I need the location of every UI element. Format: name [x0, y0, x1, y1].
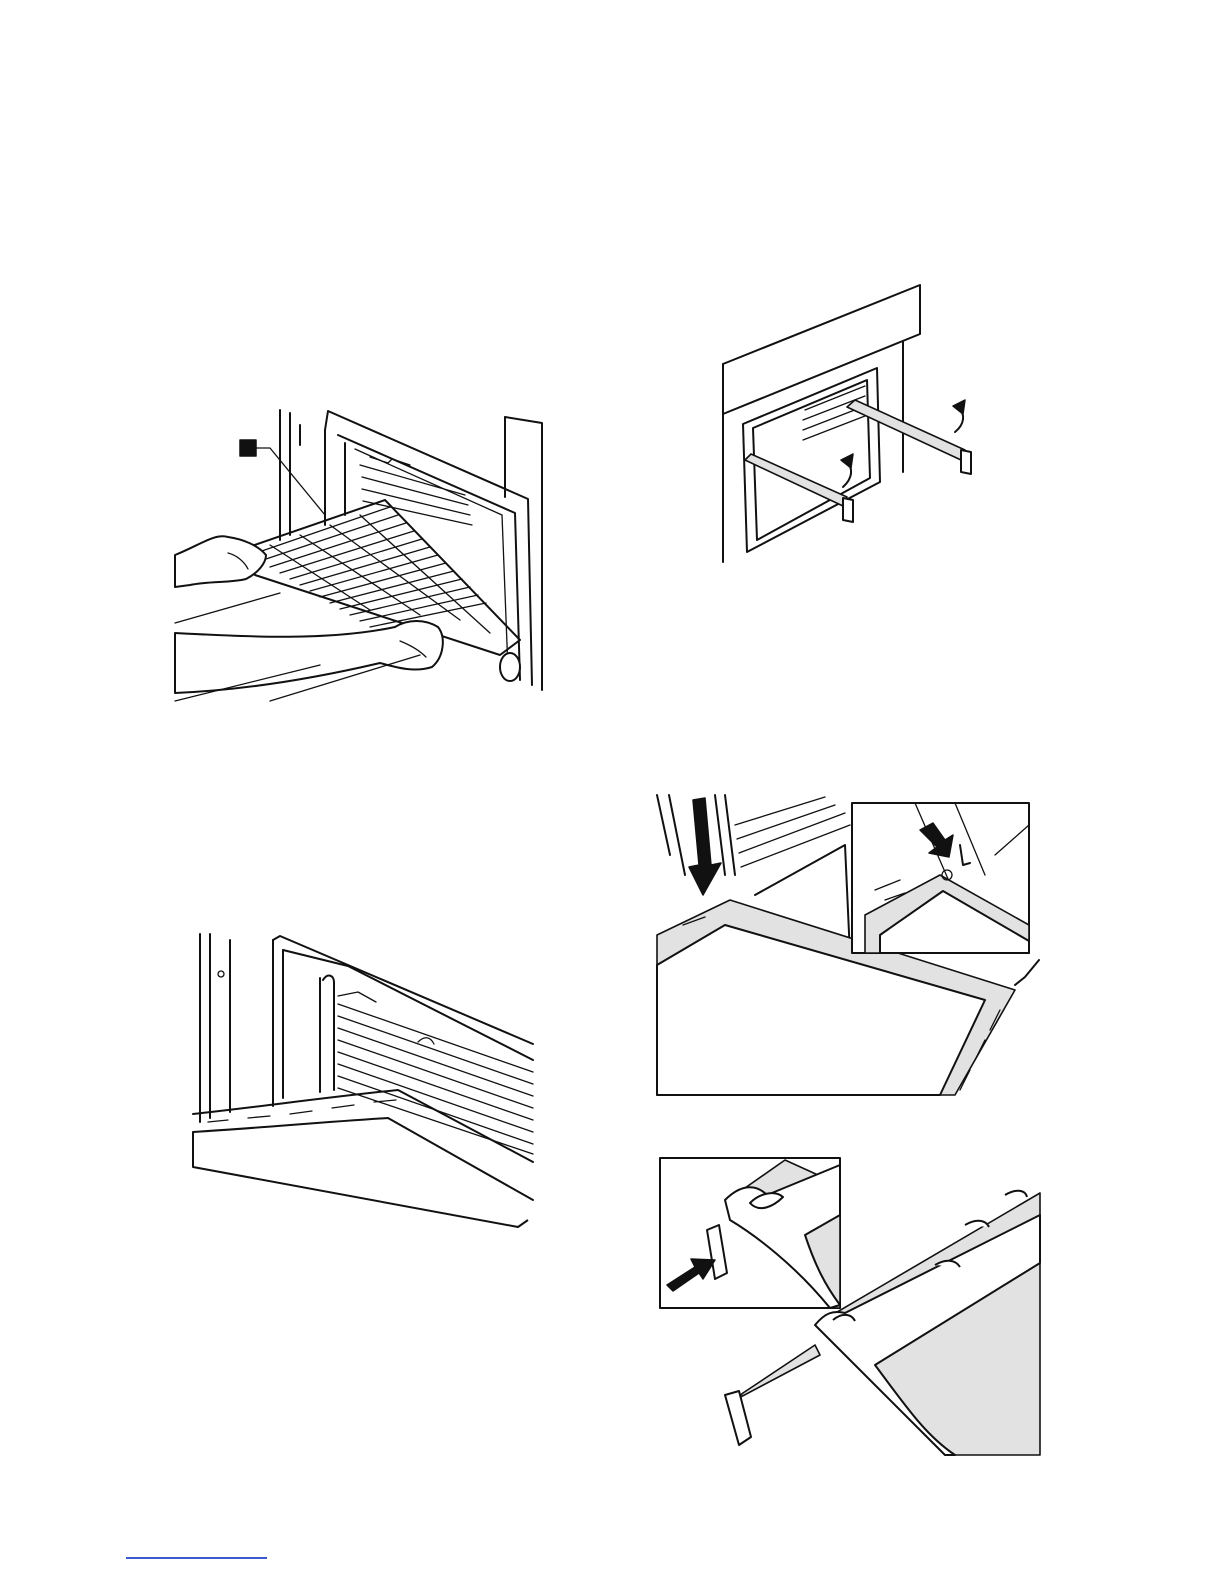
tray-insertion-illustration: [655, 795, 1040, 1095]
telescopic-rails-illustration: [715, 282, 985, 572]
tray-rail-detail-illustration: [655, 1155, 1040, 1455]
footer-rule: [126, 1557, 267, 1559]
oven-wire-rack-removal-illustration: [170, 405, 560, 705]
oven-interior-side-racks-illustration: [188, 932, 538, 1232]
